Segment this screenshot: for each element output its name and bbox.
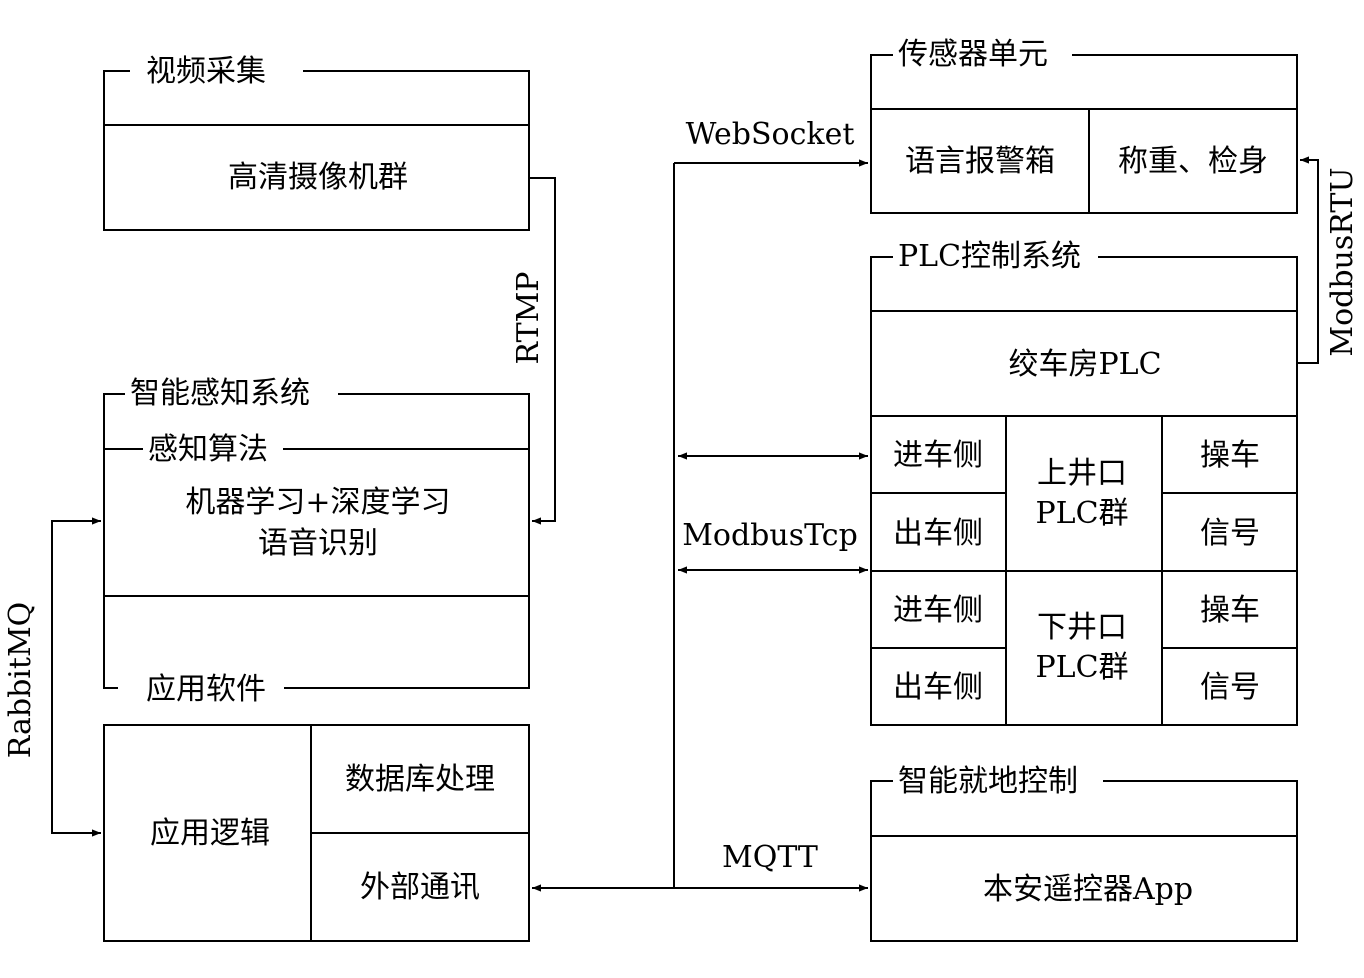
rabbitmq-label: RabbitMQ [3,602,38,759]
plc-control-title: PLC控制系统 [898,239,1081,274]
lower-signal-label: 信号 [1200,670,1260,705]
upper-out-side-label: 出车侧 [893,516,983,551]
perception-algorithm-title: 感知算法 [148,432,268,467]
sensor-unit-block: 传感器单元 语言报警箱 称重、检身 [870,37,1298,214]
upper-plc-group-label: PLC群 [1035,496,1128,531]
application-software-title: 应用软件 [146,672,266,707]
voice-alarm-box-label: 语言报警箱 [905,144,1055,179]
video-capture-title: 视频采集 [146,54,266,89]
lower-plc-group-label: PLC群 [1035,650,1128,685]
lower-in-side-label: 进车侧 [893,593,983,628]
remote-controller-app-label: 本安遥控器App [983,872,1193,907]
winch-room-plc-label: 绞车房PLC [1008,347,1161,382]
sensor-unit-title: 传感器单元 [898,37,1048,72]
local-control-title: 智能就地控制 [898,764,1078,799]
ml-dl-label: 机器学习+深度学习 [185,485,450,520]
weighing-inspection-label: 称重、检身 [1118,144,1268,179]
application-logic-block: 应用逻辑 数据库处理 外部通讯 [103,724,530,942]
upper-in-side-label: 进车侧 [893,438,983,473]
upper-signal-label: 信号 [1200,516,1260,551]
websocket-label: WebSocket [686,117,855,152]
intelligent-sensing-block: 智能感知系统 感知算法 机器学习+深度学习 语音识别 应用软件 [103,376,530,707]
modbus-rtu-label: ModbusRTU [1325,167,1360,356]
rtmp-connector: RTMP [511,177,556,525]
rtmp-label: RTMP [511,272,546,365]
external-communication-label: 外部通讯 [360,870,480,905]
speech-recognition-label: 语音识别 [258,526,378,561]
upper-shaft-label: 上井口 [1037,456,1127,491]
plc-control-block: PLC控制系统 绞车房PLC 进车侧 出车侧 进车侧 出车侧 上井口 PLC群 … [870,239,1298,726]
application-logic-label: 应用逻辑 [150,816,270,851]
database-processing-label: 数据库处理 [345,762,495,797]
local-control-block: 智能就地控制 本安遥控器App [870,764,1298,942]
intelligent-sensing-title: 智能感知系统 [130,376,310,411]
lower-out-side-label: 出车侧 [893,670,983,705]
camera-cluster-label: 高清摄像机群 [228,160,408,195]
lower-shaft-label: 下井口 [1037,610,1127,645]
rabbitmq-connector: RabbitMQ [3,517,101,837]
lower-operate-label: 操车 [1200,593,1260,628]
mqtt-label: MQTT [722,840,818,875]
modbus-tcp-label: ModbusTcp [682,518,858,553]
video-capture-block: 视频采集 高清摄像机群 [103,54,530,231]
upper-operate-label: 操车 [1200,438,1260,473]
modbus-rtu-connector: ModbusRTU [1297,156,1360,364]
central-bus: WebSocket ModbusTcp MQTT [532,117,868,892]
